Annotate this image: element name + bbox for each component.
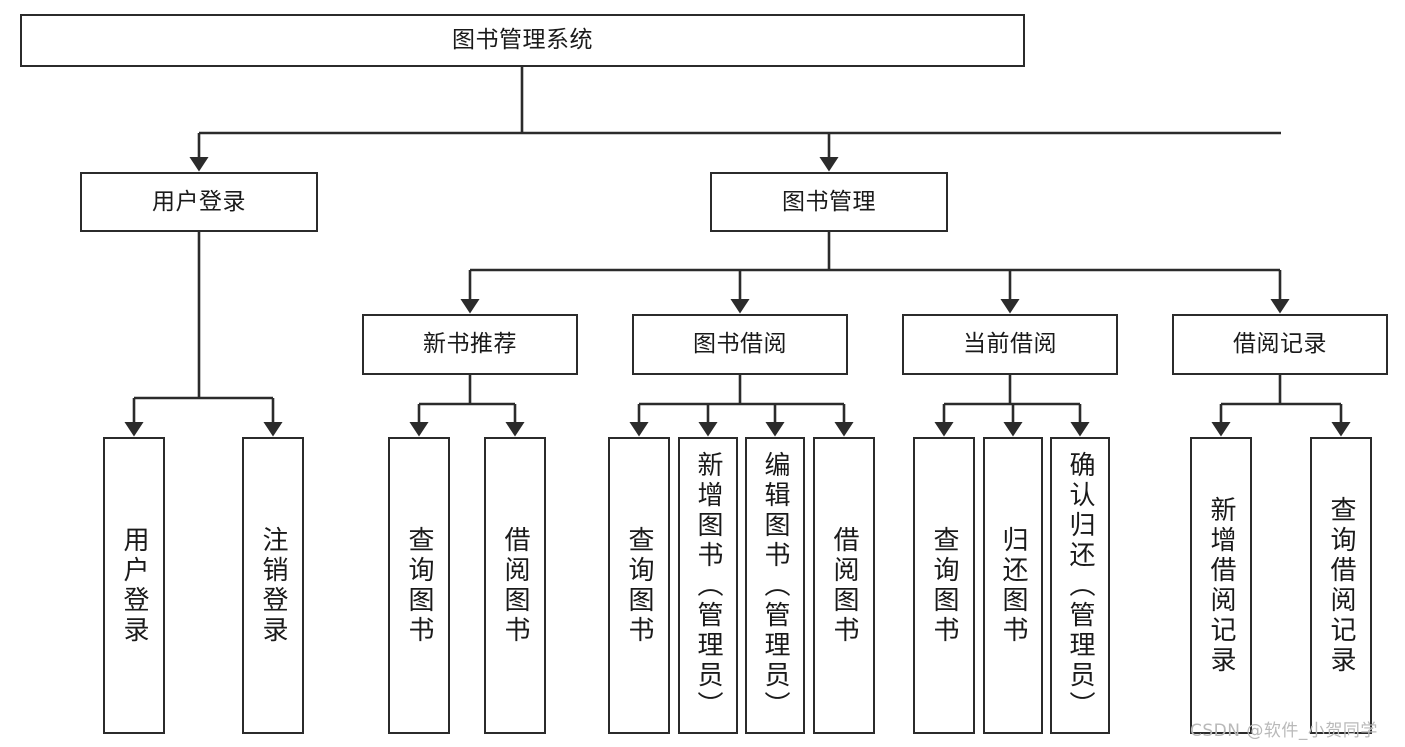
node-label: 借阅图书	[829, 525, 859, 646]
node-label: 查询借阅记录	[1326, 495, 1356, 676]
node-borrow-record[interactable]: 借阅记录	[1172, 314, 1388, 375]
node-label: 编辑图书（管理员）	[760, 450, 790, 721]
node-label: 图书管理系统	[452, 27, 593, 54]
node-label: 新增借阅记录	[1206, 495, 1236, 676]
node-leaf-add-borrow-record[interactable]: 新增借阅记录	[1190, 437, 1252, 734]
node-label: 确认归还（管理员）	[1065, 450, 1095, 721]
node-leaf-query-borrow-record[interactable]: 查询借阅记录	[1310, 437, 1372, 734]
node-label: 查询图书	[404, 525, 434, 646]
node-label: 图书管理	[782, 188, 876, 215]
node-leaf-confirm-return-admin[interactable]: 确认归还（管理员）	[1050, 437, 1110, 734]
node-leaf-borrow-book-2[interactable]: 借阅图书	[813, 437, 875, 734]
node-leaf-borrow-book-1[interactable]: 借阅图书	[484, 437, 546, 734]
node-leaf-user-login[interactable]: 用户登录	[103, 437, 165, 734]
node-leaf-query-book-1[interactable]: 查询图书	[388, 437, 450, 734]
node-leaf-add-book-admin[interactable]: 新增图书（管理员）	[678, 437, 738, 734]
node-leaf-query-book-2[interactable]: 查询图书	[608, 437, 670, 734]
node-label: 当前借阅	[963, 331, 1057, 358]
node-leaf-return-book[interactable]: 归还图书	[983, 437, 1043, 734]
node-book-borrow[interactable]: 图书借阅	[632, 314, 848, 375]
node-current-borrow[interactable]: 当前借阅	[902, 314, 1118, 375]
node-leaf-logout-login[interactable]: 注销登录	[242, 437, 304, 734]
node-leaf-query-book-3[interactable]: 查询图书	[913, 437, 975, 734]
node-book-management[interactable]: 图书管理	[710, 172, 948, 232]
node-root-system[interactable]: 图书管理系统	[20, 14, 1025, 67]
node-label: 查询图书	[624, 525, 654, 646]
node-label: 用户登录	[119, 525, 149, 646]
node-label: 图书借阅	[693, 331, 787, 358]
node-label: 新增图书（管理员）	[693, 450, 723, 721]
node-user-login[interactable]: 用户登录	[80, 172, 318, 232]
node-label: 归还图书	[998, 525, 1028, 646]
node-leaf-edit-book-admin[interactable]: 编辑图书（管理员）	[745, 437, 805, 734]
watermark-text: CSDN @软件_小贺同学	[1190, 721, 1378, 741]
node-label: 用户登录	[152, 188, 246, 215]
node-label: 新书推荐	[423, 331, 517, 358]
node-label: 查询图书	[929, 525, 959, 646]
node-new-book-recommend[interactable]: 新书推荐	[362, 314, 578, 375]
node-label: 借阅记录	[1233, 331, 1327, 358]
node-label: 注销登录	[258, 525, 288, 646]
node-label: 借阅图书	[500, 525, 530, 646]
